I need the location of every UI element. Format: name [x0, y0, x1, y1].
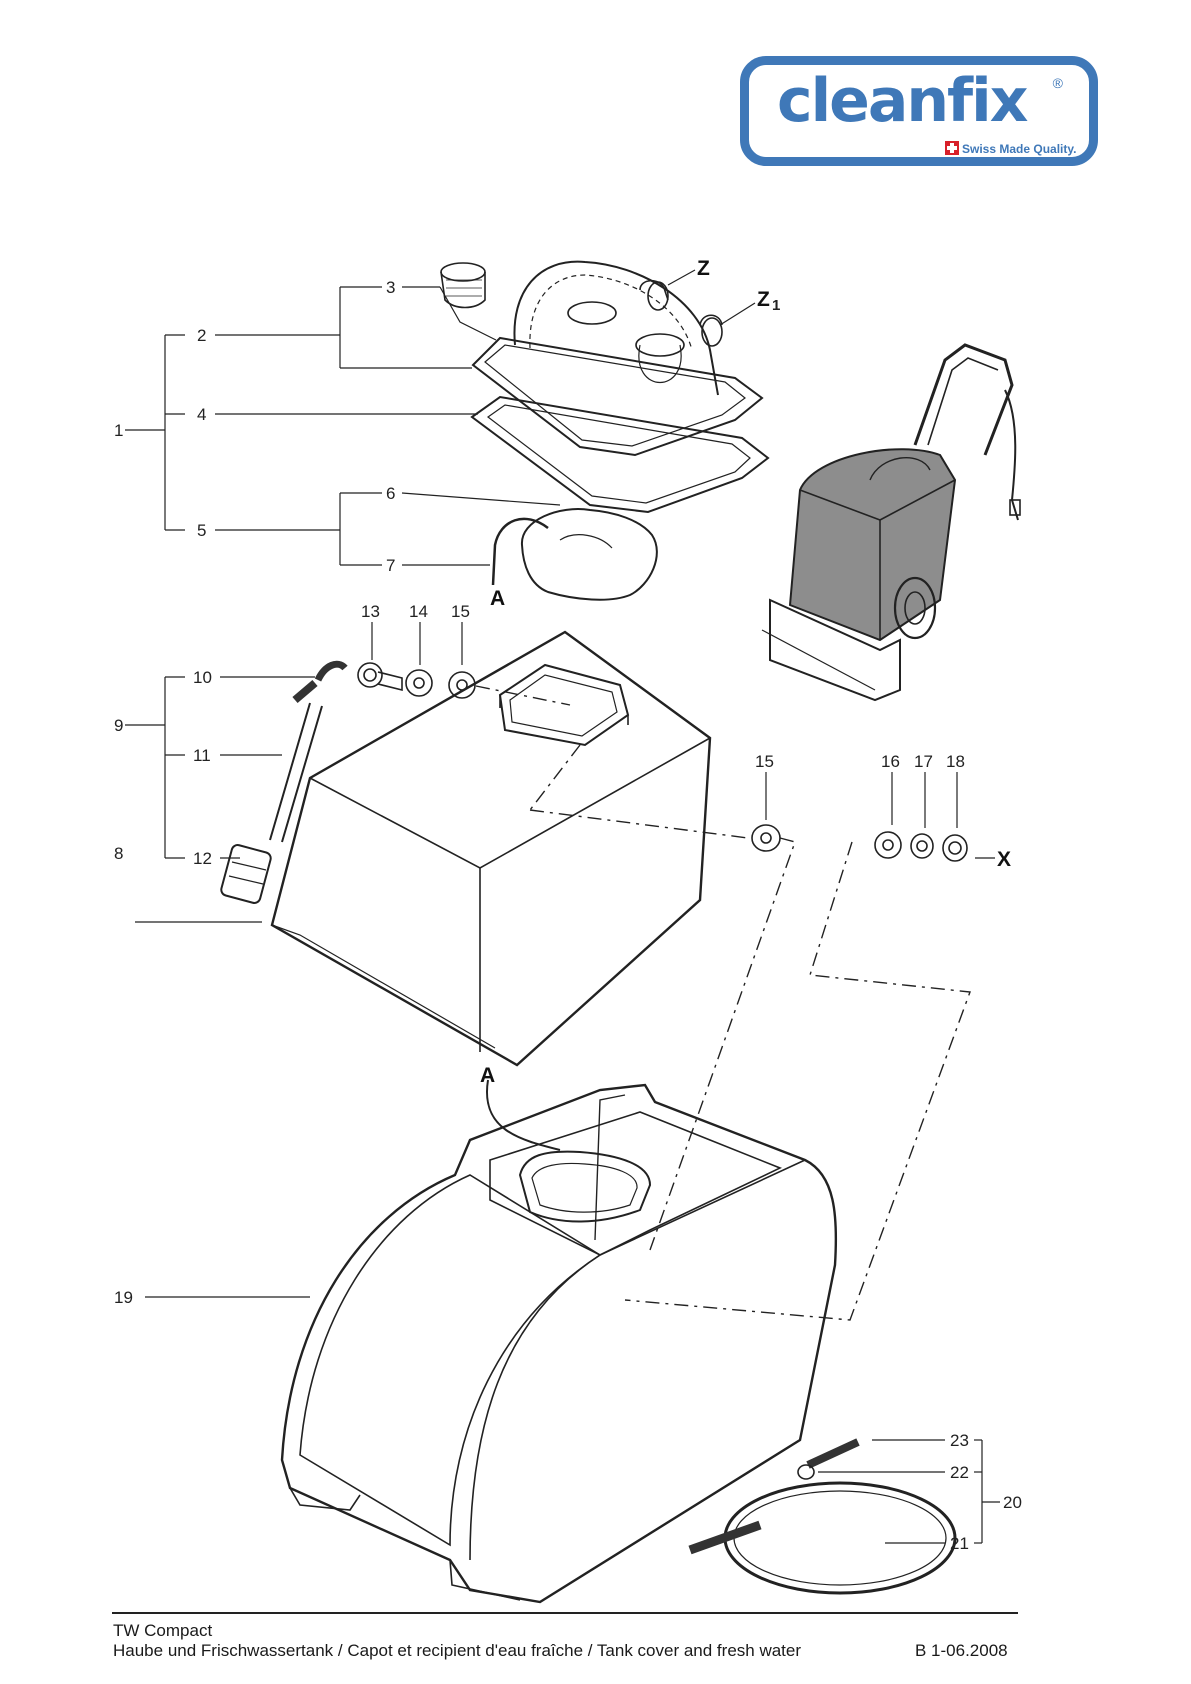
callout-22: 22 — [950, 1463, 969, 1482]
marker-z: Z — [697, 257, 710, 280]
marker-a-top: A — [490, 587, 505, 610]
callout-17: 17 — [914, 752, 933, 771]
callout-19: 19 — [114, 1288, 133, 1307]
callout-14: 14 — [409, 602, 428, 621]
footer-title: TW Compact — [113, 1621, 212, 1640]
callout-20: 20 — [1003, 1493, 1022, 1512]
float-valve — [493, 509, 657, 600]
callout-15-right: 15 — [755, 752, 774, 771]
callout-23: 23 — [950, 1431, 969, 1450]
fittings-row-right — [752, 825, 967, 861]
fresh-water-tank — [272, 632, 710, 1065]
connection-markers: Z Z 1 A A X — [480, 257, 1011, 1087]
callout-8: 8 — [114, 844, 123, 863]
callout-15-top: 15 — [451, 602, 470, 621]
callout-6: 6 — [386, 484, 395, 503]
footer-subtitle: Haube und Frischwassertank / Capot et re… — [113, 1641, 801, 1660]
callout-2: 2 — [197, 326, 206, 345]
callout-1: 1 — [114, 421, 123, 440]
callout-4: 4 — [197, 405, 206, 424]
callout-12: 12 — [193, 849, 212, 868]
marker-z1-subscript: 1 — [772, 297, 780, 314]
callout-9: 9 — [114, 716, 123, 735]
suction-hose-assembly — [220, 664, 345, 904]
marker-z1: Z — [757, 288, 770, 311]
callout-21: 21 — [950, 1534, 969, 1553]
callout-11: 11 — [193, 746, 211, 765]
callout-13: 13 — [361, 602, 380, 621]
marker-x: X — [997, 848, 1011, 871]
callout-3: 3 — [386, 278, 395, 297]
marker-a-bottom: A — [480, 1064, 495, 1087]
tank-cover-dome — [473, 262, 762, 455]
callout-5: 5 — [197, 521, 206, 540]
drain-hose-assembly — [690, 1442, 955, 1593]
callout-18: 18 — [946, 752, 965, 771]
footer-document-code: B 1-06.2008 — [915, 1641, 1008, 1660]
callout-16: 16 — [881, 752, 900, 771]
machine-reference-illustration — [762, 345, 1020, 700]
callout-7: 7 — [386, 556, 395, 575]
footer-rule — [112, 1612, 1018, 1614]
callout-10: 10 — [193, 668, 212, 687]
